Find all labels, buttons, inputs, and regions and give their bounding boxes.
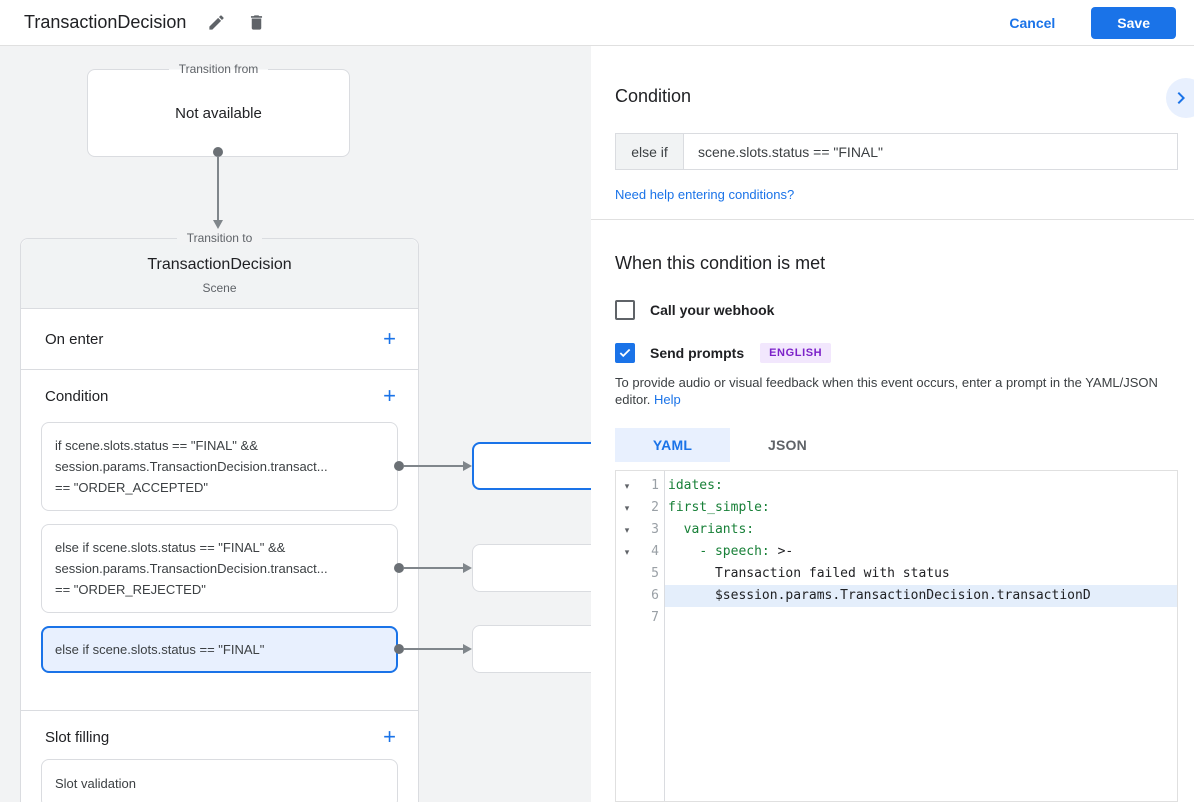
- gutter-divider: [664, 471, 665, 801]
- code-text[interactable]: Transaction failed with status: [668, 566, 950, 581]
- main-area: Transition from Not available Transition…: [0, 46, 1194, 802]
- send-prompts-label: Send prompts: [650, 345, 745, 361]
- connector-arrowhead-right: [463, 461, 472, 471]
- line-number: 7: [651, 610, 659, 625]
- transition-from-value: Not available: [175, 104, 262, 122]
- condition-prefix-label: else if: [616, 134, 684, 169]
- pencil-icon: [207, 13, 226, 32]
- fold-arrow-icon[interactable]: ▾: [624, 547, 630, 557]
- flow-diagram-panel: Transition from Not available Transition…: [0, 46, 591, 802]
- fold-spacer: [616, 585, 638, 607]
- code-line: 5 Transaction failed with status: [616, 563, 1177, 585]
- code-line: 6 $session.params.TransactionDecision.tr…: [616, 585, 1177, 607]
- tab-yaml[interactable]: YAML: [615, 428, 730, 462]
- code-text[interactable]: [664, 607, 1177, 629]
- top-bar: TransactionDecision Cancel Save: [0, 0, 1194, 46]
- code-line: ▾ 4 - speech: >-: [616, 541, 1177, 563]
- transition-from-node: Transition from Not available: [87, 62, 350, 157]
- condition-section: Condition + if scene.slots.status == "FI…: [21, 370, 418, 711]
- code-line: ▾ 3 variants:: [616, 519, 1177, 541]
- webhook-checkbox[interactable]: [615, 300, 635, 320]
- scene-type-label: Scene: [202, 281, 237, 295]
- line-number: 2: [651, 500, 659, 515]
- add-slot-button[interactable]: +: [383, 724, 396, 749]
- slot-filling-head: Slot filling +: [21, 724, 418, 749]
- delete-scene-button[interactable]: [240, 7, 272, 39]
- condition-help-link[interactable]: Need help entering conditions?: [615, 187, 795, 202]
- cancel-button[interactable]: Cancel: [1009, 14, 1056, 31]
- page-title: TransactionDecision: [24, 12, 187, 32]
- slot-filling-section: Slot filling + Slot validation: [21, 711, 418, 802]
- connector-dot: [213, 147, 223, 157]
- code-text[interactable]: variants:: [668, 522, 755, 537]
- condition-section-head: Condition +: [21, 383, 418, 422]
- destination-node-1[interactable]: [472, 442, 591, 490]
- line-number: 6: [651, 588, 659, 603]
- destination-node-3[interactable]: [472, 625, 591, 673]
- fold-arrow-icon[interactable]: ▾: [624, 503, 630, 513]
- yaml-code-editor[interactable]: ▾ 1 idates: ▾ 2 first_simple: ▾ 3 variants: ▾ 4 -…: [615, 470, 1178, 802]
- line-number: 4: [651, 544, 659, 559]
- code-text[interactable]: - speech: >-: [699, 544, 794, 559]
- prompt-description-line1: To provide audio or visual feedback when…: [615, 375, 1158, 390]
- chevron-right-icon: [1177, 86, 1193, 110]
- connector-arrowhead-right: [463, 644, 472, 654]
- connector-line: [217, 156, 219, 220]
- line-number: 1: [651, 478, 659, 493]
- trash-icon: [247, 13, 266, 32]
- condition-detail-panel: Condition else if scene.slots.status == …: [591, 46, 1194, 802]
- save-button[interactable]: Save: [1091, 6, 1176, 39]
- send-prompts-checkbox[interactable]: [615, 343, 635, 363]
- section-divider: [591, 219, 1194, 220]
- transition-from-legend: Transition from: [88, 62, 349, 76]
- code-line: 7: [616, 607, 1177, 629]
- on-enter-row: On enter +: [21, 309, 418, 370]
- collapse-panel-button[interactable]: [1166, 78, 1194, 118]
- condition-section-label: Condition: [45, 387, 109, 405]
- fold-spacer: [616, 563, 638, 585]
- scene-name: TransactionDecision: [147, 256, 292, 273]
- condition-item-list: if scene.slots.status == "FINAL" &&sessi…: [21, 422, 418, 673]
- code-line-list: ▾ 1 idates: ▾ 2 first_simple: ▾ 3 variants: ▾ 4 -…: [616, 475, 1177, 629]
- panel-title: Condition: [615, 86, 692, 106]
- fold-arrow-icon[interactable]: ▾: [624, 481, 630, 491]
- condition-item[interactable]: else if scene.slots.status == "FINAL": [41, 626, 398, 673]
- prompt-description: To provide audio or visual feedback when…: [615, 374, 1178, 408]
- title-actions: [200, 7, 272, 39]
- connector-arrowhead-right: [463, 563, 472, 573]
- slot-validation-item[interactable]: Slot validation: [41, 759, 398, 802]
- help-link[interactable]: Help: [654, 392, 681, 407]
- code-text[interactable]: first_simple:: [668, 500, 770, 515]
- on-enter-label: On enter: [45, 330, 104, 348]
- add-on-enter-button[interactable]: +: [383, 326, 396, 351]
- code-line: ▾ 2 first_simple:: [616, 497, 1177, 519]
- condition-item[interactable]: else if scene.slots.status == "FINAL" &&…: [41, 524, 398, 613]
- edit-title-button[interactable]: [200, 7, 232, 39]
- condition-item[interactable]: if scene.slots.status == "FINAL" &&sessi…: [41, 422, 398, 511]
- transition-to-card: Transition to TransactionDecision Scene …: [20, 231, 419, 802]
- send-prompts-row: Send prompts ENGLISH: [615, 343, 1178, 363]
- condition-expression-row: else if scene.slots.status == "FINAL": [615, 133, 1178, 170]
- webhook-row: Call your webhook: [615, 300, 1178, 320]
- add-condition-button[interactable]: +: [383, 383, 396, 408]
- language-badge: ENGLISH: [760, 343, 832, 363]
- destination-node-2[interactable]: [472, 544, 591, 592]
- code-line: ▾ 1 idates:: [616, 475, 1177, 497]
- scene-card-header: TransactionDecision Scene: [21, 239, 418, 309]
- line-number: 3: [651, 522, 659, 537]
- editor-tabs: YAML JSON: [615, 428, 1178, 462]
- fold-spacer: [616, 607, 638, 629]
- connector-arrowhead-down: [213, 220, 223, 229]
- prompt-description-line2: editor.: [615, 392, 651, 407]
- slot-filling-label: Slot filling: [45, 728, 110, 746]
- code-text[interactable]: $session.params.TransactionDecision.tran…: [664, 585, 1177, 607]
- condition-expression-input[interactable]: scene.slots.status == "FINAL": [684, 134, 1177, 169]
- line-number: 5: [651, 566, 659, 581]
- fold-arrow-icon[interactable]: ▾: [624, 525, 630, 535]
- code-text[interactable]: idates:: [668, 478, 723, 493]
- webhook-label: Call your webhook: [650, 302, 775, 318]
- tab-json[interactable]: JSON: [768, 437, 807, 453]
- when-condition-heading: When this condition is met: [615, 253, 826, 273]
- checkmark-icon: [619, 348, 631, 358]
